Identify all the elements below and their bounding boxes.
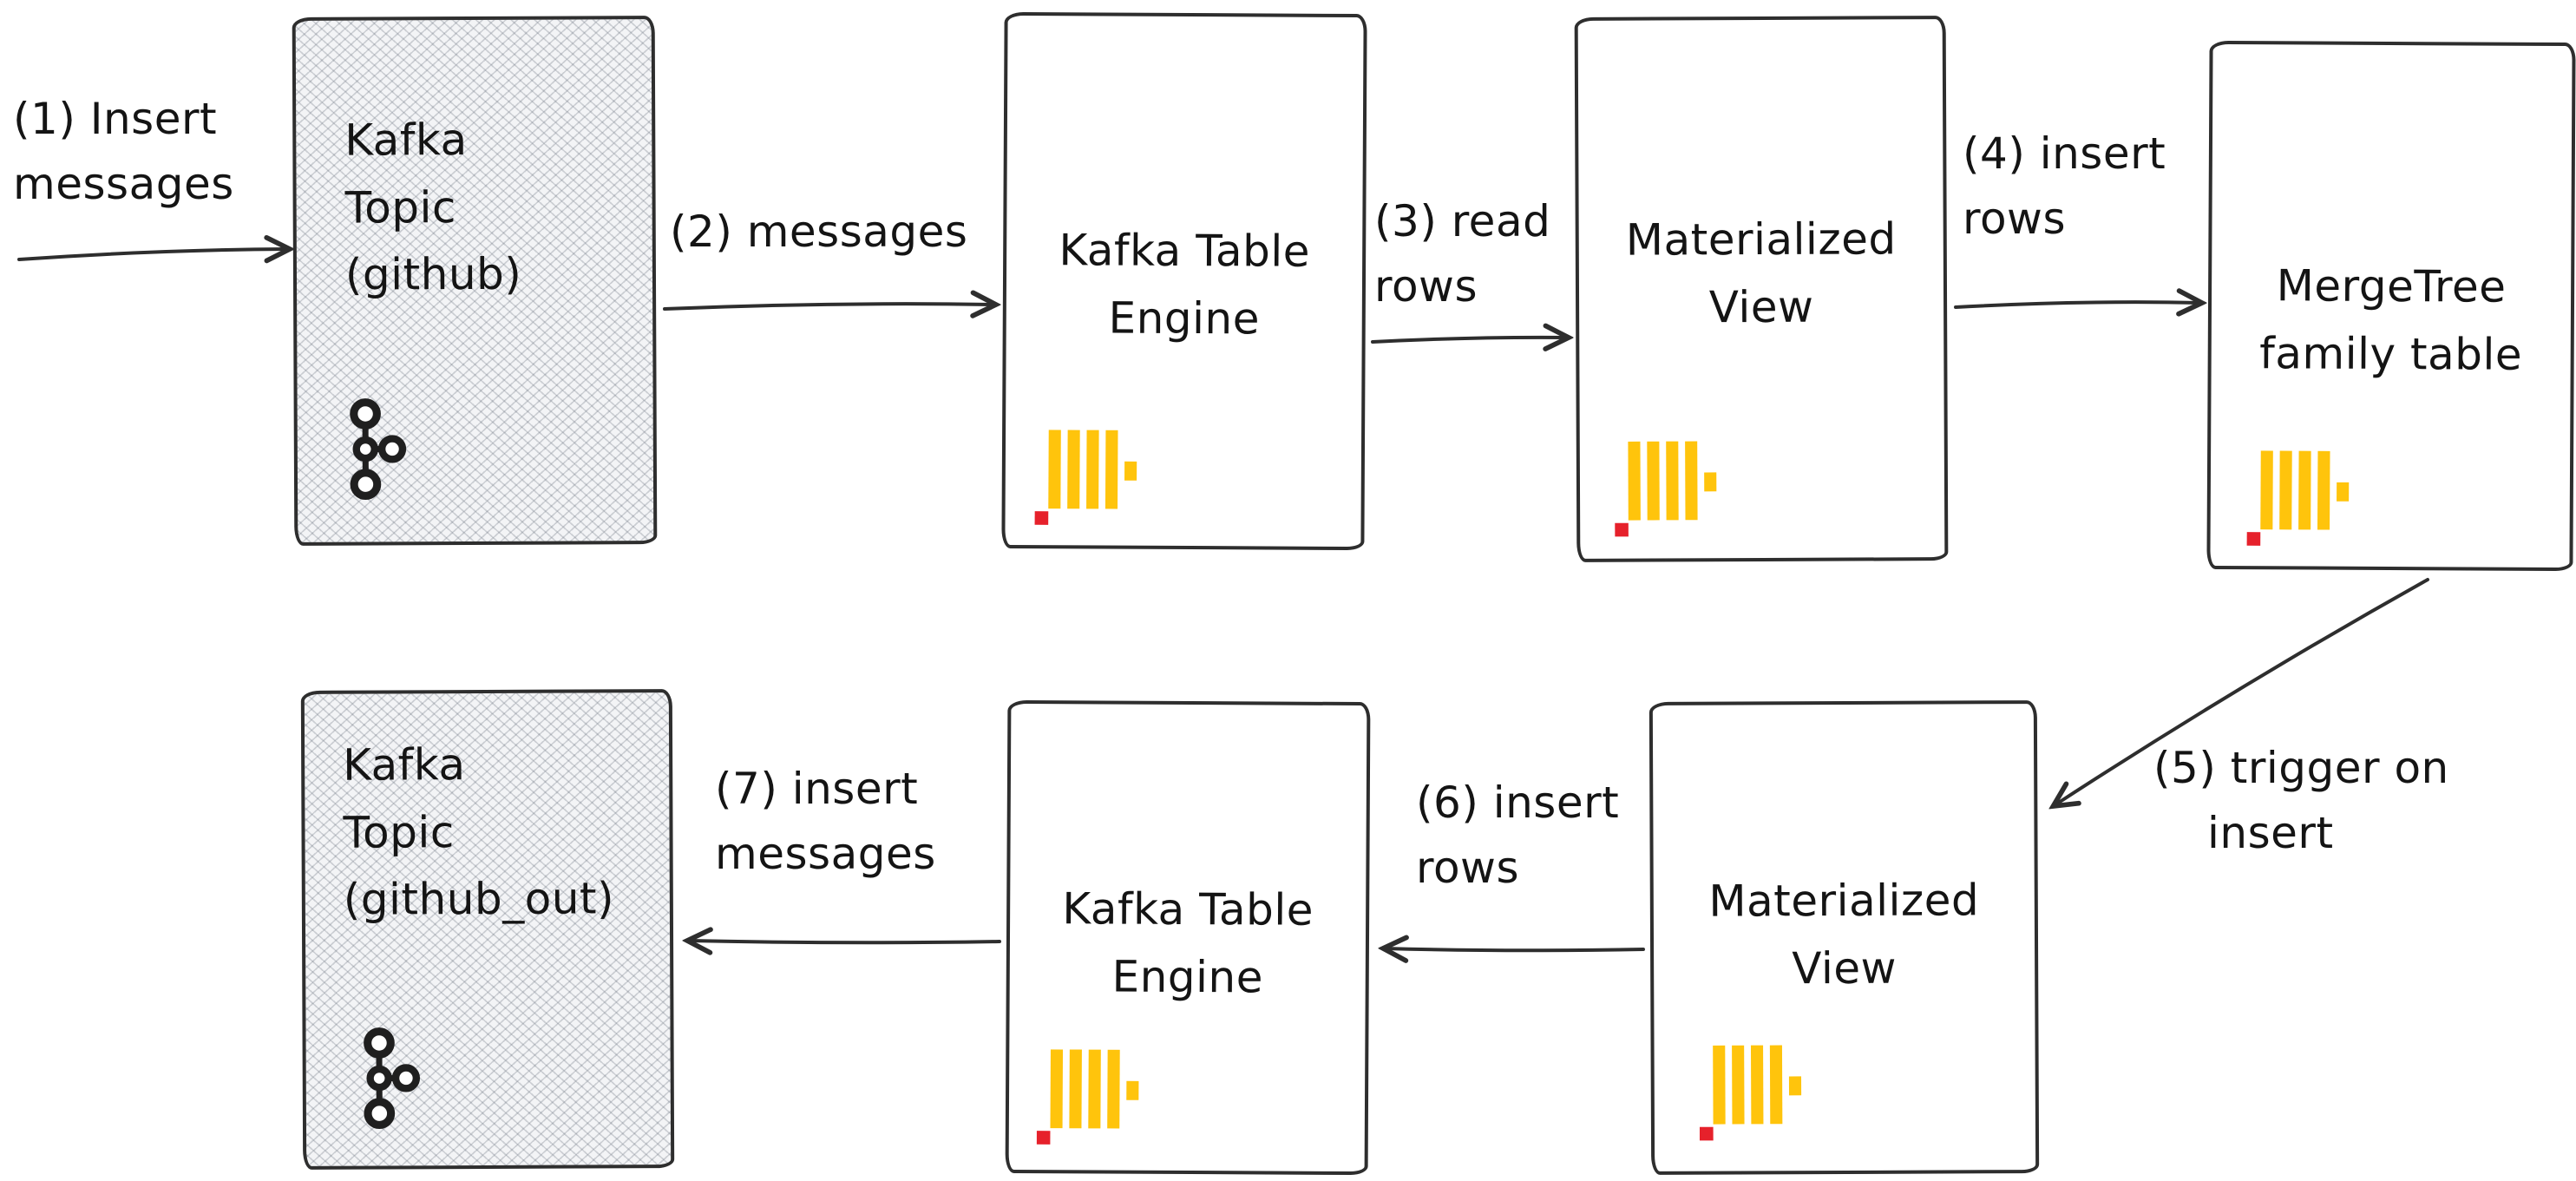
- arrow-2-label: (2) messages: [670, 200, 967, 265]
- node-kafka-table-engine-1: Kafka Table Engine: [1001, 11, 1367, 551]
- node-materialized-view-2: Materialized View: [1649, 700, 2040, 1175]
- node-kafka-table-engine-2-title: Kafka Table Engine: [1010, 704, 1367, 1012]
- arrow-5-label-line2: insert: [2207, 808, 2334, 858]
- arrow-1-label-line2: messages: [13, 159, 234, 209]
- arrow-4-insert-rows: [1954, 302, 2200, 307]
- arrow-3-label: (3) read rows: [1374, 189, 1550, 319]
- arrow-5-label: (5) trigger on insert: [2153, 736, 2449, 866]
- node-kafka-table-engine-1-title: Kafka Table Engine: [1006, 16, 1364, 353]
- node-kafka-table-engine-2: Kafka Table Engine: [1005, 699, 1371, 1176]
- arrow-6-label-line2: rows: [1416, 843, 1519, 893]
- node-kafka-topic-in-title: Kafka Topic (github): [296, 19, 652, 309]
- arrow-3-label-line1: (3) read: [1374, 196, 1551, 246]
- node-kafka-topic-in: Kafka Topic (github): [292, 16, 658, 546]
- node-kafka-topic-in-line3: (github): [344, 248, 522, 300]
- arrow-4-label-line1: (4) insert: [1963, 128, 2166, 179]
- node-kafka-table-engine-2-line2: Engine: [1111, 951, 1264, 1002]
- arrow-5-label-line1: (5) trigger on: [2153, 743, 2449, 793]
- node-mergetree-table-title: MergeTree family table: [2212, 44, 2573, 389]
- node-kafka-topic-in-line1: Kafka: [344, 115, 468, 166]
- node-materialized-view-1: Materialized View: [1574, 16, 1949, 562]
- arrow-6-label: (6) insert rows: [1416, 771, 1619, 901]
- node-kafka-topic-out-line1: Kafka: [343, 739, 466, 791]
- node-kafka-topic-out: Kafka Topic (github_out): [300, 689, 675, 1170]
- clickhouse-icon: [1699, 1045, 1802, 1141]
- node-materialized-view-2-line2: View: [1792, 942, 1898, 994]
- arrow-7-insert-messages: [689, 941, 1001, 942]
- node-mergetree-table: MergeTree family table: [2206, 40, 2576, 572]
- node-kafka-topic-out-line3: (github_out): [343, 873, 615, 925]
- node-kafka-table-engine-1-line1: Kafka Table: [1059, 225, 1311, 277]
- kafka-icon: [350, 398, 407, 501]
- arrow-6-label-line1: (6) insert: [1416, 777, 1620, 828]
- clickhouse-icon: [1615, 441, 1717, 537]
- node-kafka-topic-out-line2: Topic: [343, 806, 455, 858]
- clickhouse-icon: [2246, 450, 2350, 546]
- arrow-1-label-line1: (1) Insert: [13, 94, 218, 144]
- arrow-2-label-line1: (2) messages: [670, 207, 968, 257]
- arrow-4-label-line2: rows: [1963, 194, 2066, 244]
- arrow-4-label: (4) insert rows: [1963, 121, 2166, 252]
- arrow-1-label: (1) Insert messages: [13, 87, 234, 217]
- node-materialized-view-2-title: Materialized View: [1653, 704, 2035, 1003]
- node-kafka-topic-out-title: Kafka Topic (github_out): [305, 692, 670, 934]
- arrow-3-read-rows: [1371, 338, 1567, 342]
- node-materialized-view-1-title: Materialized View: [1578, 19, 1944, 342]
- node-materialized-view-2-line1: Materialized: [1708, 875, 1980, 927]
- arrow-7-label-line2: messages: [715, 829, 936, 879]
- node-kafka-table-engine-2-line1: Kafka Table: [1062, 883, 1314, 935]
- kafka-icon: [364, 1027, 421, 1129]
- node-kafka-topic-in-line2: Topic: [344, 181, 457, 233]
- arrow-6-insert-rows: [1385, 948, 1645, 950]
- node-materialized-view-1-line1: Materialized: [1625, 213, 1897, 266]
- node-materialized-view-1-line2: View: [1708, 281, 1814, 332]
- arrow-7-label: (7) insert messages: [715, 757, 936, 887]
- arrow-3-label-line2: rows: [1374, 261, 1478, 312]
- arrow-1-insert-messages: [17, 249, 288, 259]
- arrow-7-label-line1: (7) insert: [715, 764, 919, 814]
- node-kafka-table-engine-1-line2: Engine: [1108, 292, 1261, 344]
- clickhouse-icon: [1036, 1049, 1139, 1145]
- arrow-2-messages: [663, 304, 994, 309]
- node-mergetree-table-line2: family table: [2259, 327, 2523, 380]
- clickhouse-icon: [1034, 430, 1137, 525]
- node-mergetree-table-line1: MergeTree: [2276, 260, 2507, 312]
